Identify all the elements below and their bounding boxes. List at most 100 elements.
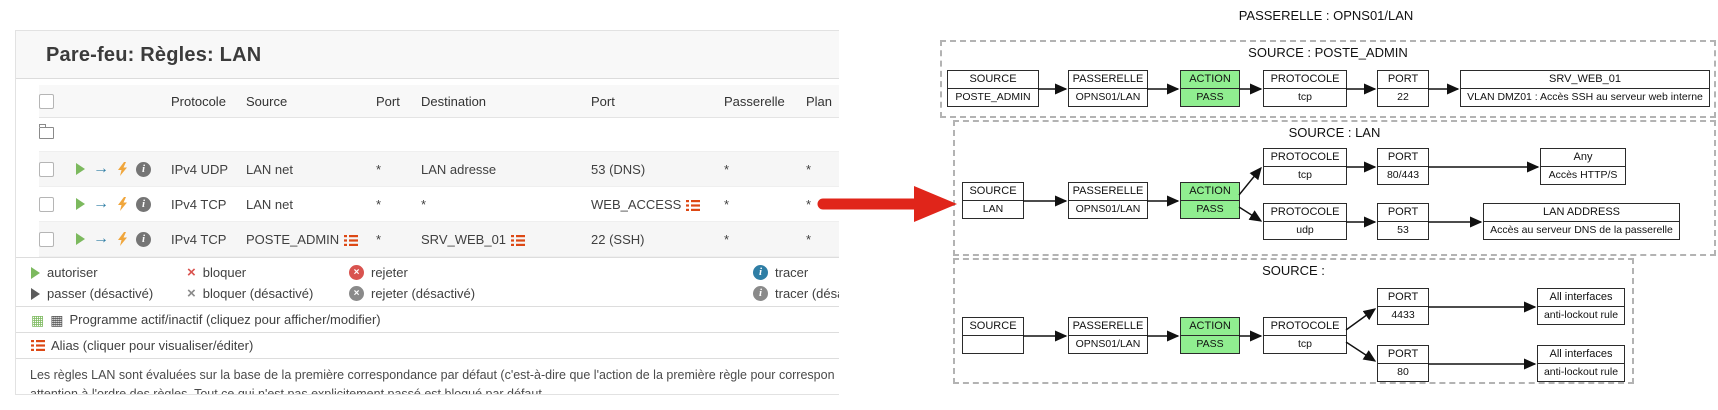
cell-schedule: *	[806, 151, 839, 188]
log-icon: i	[753, 265, 768, 281]
cell-port-dst: 22 (SSH)	[591, 221, 724, 258]
folder-icon[interactable]	[39, 124, 54, 140]
info-icon[interactable]: i	[136, 196, 151, 212]
column-schedule: Plan	[806, 85, 839, 119]
cell-destination: SRV_WEB_01	[421, 221, 591, 258]
direction-in-icon[interactable]: →	[93, 160, 109, 178]
column-source: Source	[246, 85, 376, 119]
cell-destination: *	[421, 186, 591, 223]
cell-port-src: *	[376, 221, 421, 258]
cell-gateway: *	[724, 186, 806, 223]
group-label: SOURCE : LAN	[1288, 125, 1381, 140]
rules-description: Les règles LAN sont évaluées sur la base…	[16, 358, 839, 394]
red-annotation-arrow	[817, 186, 957, 222]
pass-rule-icon[interactable]	[76, 233, 85, 246]
alias-note-row[interactable]: Alias (cliquer pour visualiser/éditer)	[16, 332, 839, 359]
firewall-rules-panel: Pare-feu: Règles: LAN Protocole Source P…	[15, 30, 839, 395]
table-row: → i IPv4 UDP LAN net * LAN adresse 53 (D…	[39, 151, 839, 188]
alias-note-label: Alias (cliquer pour visualiser/éditer)	[51, 338, 254, 354]
cell-source: LAN net	[246, 151, 376, 188]
row-checkbox[interactable]	[39, 232, 54, 248]
column-port-src: Port	[376, 85, 421, 119]
column-gateway: Passerelle	[724, 85, 806, 119]
row-checkbox[interactable]	[39, 162, 54, 178]
info-icon[interactable]: i	[136, 231, 151, 247]
cell-gateway: *	[724, 151, 806, 188]
category-row	[39, 117, 839, 153]
quick-apply-icon[interactable]	[117, 231, 128, 247]
pass-rule-icon[interactable]	[76, 163, 85, 176]
rules-table: Protocole Source Port Destination Port P…	[39, 85, 839, 258]
direction-in-icon[interactable]: →	[93, 195, 109, 213]
panel-body: Protocole Source Port Destination Port P…	[16, 78, 839, 394]
alias-icon[interactable]	[344, 234, 359, 246]
cell-port-dst: 53 (DNS)	[591, 151, 724, 188]
select-all-checkbox[interactable]	[39, 94, 54, 110]
reject-disabled-icon: ×	[349, 286, 364, 302]
cell-port-dst: WEB_ACCESS	[591, 186, 724, 223]
pass-icon	[31, 266, 40, 279]
table-header-row: Protocole Source Port Destination Port P…	[39, 85, 839, 119]
legend-block: ×bloquer	[187, 264, 247, 282]
block-icon: ×	[187, 264, 196, 282]
table-row: → i IPv4 TCP LAN net * * WEB_ACCESS * *	[39, 186, 839, 223]
quick-apply-icon[interactable]	[117, 196, 128, 212]
diagram-group-poste-admin: SOURCE : POSTE_ADMIN	[940, 40, 1716, 118]
description-line-1: Les règles LAN sont évaluées sur la base…	[30, 368, 835, 383]
group-label: SOURCE :	[1262, 263, 1325, 278]
diagram-title: PASSERELLE : OPNS01/LAN	[1238, 8, 1414, 23]
alias-icon[interactable]	[686, 199, 701, 211]
cell-source: POSTE_ADMIN	[246, 221, 376, 258]
log-disabled-icon: i	[753, 286, 768, 302]
cell-protocol: IPv4 TCP	[171, 186, 246, 223]
direction-in-icon[interactable]: →	[93, 230, 109, 248]
cell-port-src: *	[376, 151, 421, 188]
info-icon[interactable]: i	[136, 161, 151, 177]
calendar-inactive-icon: ▦	[50, 311, 64, 328]
legend-allow: autoriser	[31, 265, 98, 280]
cell-port-src: *	[376, 186, 421, 223]
legend-reject: ×rejeter	[349, 265, 408, 281]
cell-protocol: IPv4 UDP	[171, 151, 246, 188]
pass-rule-icon[interactable]	[76, 198, 85, 211]
reject-icon: ×	[349, 265, 364, 281]
legend-allow-disabled: passer (désactivé)	[31, 286, 153, 301]
node-source: SOURCE	[962, 317, 1024, 354]
schedule-note-row[interactable]: ▦ ▦ Programme actif/inactif (cliquez pou…	[16, 306, 839, 333]
panel-header: Pare-feu: Règles: LAN	[16, 31, 839, 78]
legend-block-disabled: ×bloquer (désactivé)	[187, 285, 314, 303]
quick-apply-icon[interactable]	[117, 161, 128, 177]
row-checkbox[interactable]	[39, 197, 54, 213]
column-protocol: Protocole	[171, 85, 246, 119]
alias-icon[interactable]	[511, 234, 526, 246]
column-icons	[76, 85, 171, 119]
page-title: Pare-feu: Règles: LAN	[46, 44, 262, 66]
cell-source: LAN net	[246, 186, 376, 223]
legend-reject-disabled: ×rejeter (désactivé)	[349, 286, 475, 302]
diagram-group-antilockout: SOURCE :	[953, 258, 1634, 384]
alias-icon	[31, 340, 45, 352]
group-label: SOURCE : POSTE_ADMIN	[1248, 45, 1408, 60]
column-destination: Destination	[421, 85, 591, 119]
